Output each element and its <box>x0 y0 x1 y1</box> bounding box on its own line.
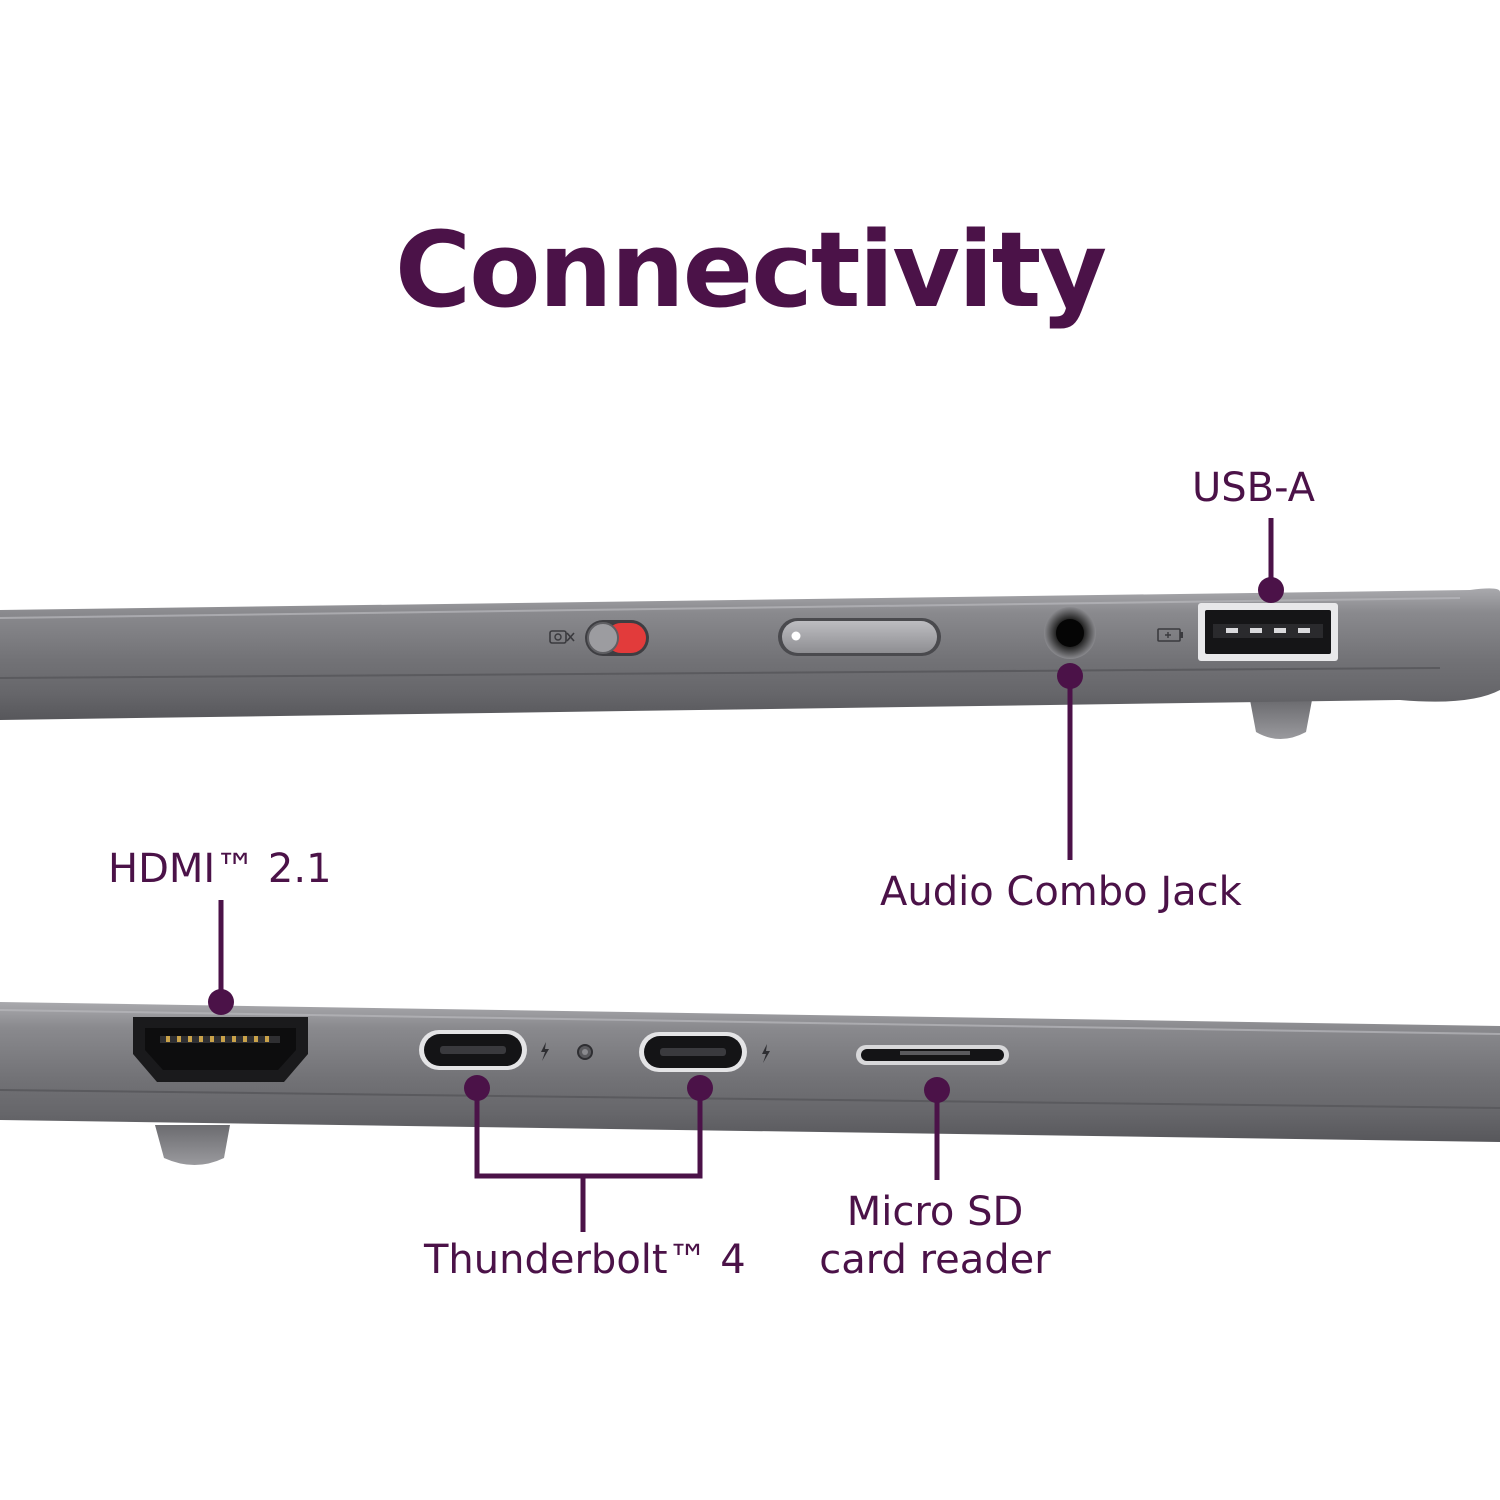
chassis-bottom-bar <box>0 1002 1500 1142</box>
callout-dots <box>208 577 1284 1103</box>
status-led-indicator <box>577 1044 593 1060</box>
hdmi-port <box>133 1017 308 1082</box>
microsd-slot <box>856 1045 1009 1065</box>
label-hdmi: HDMI™ 2.1 <box>108 846 332 892</box>
audio-combo-jack-port <box>1044 607 1096 659</box>
label-microsd-line-2: card reader <box>819 1237 1051 1283</box>
page-title: Connectivity <box>394 209 1107 331</box>
laptop-foot-left <box>155 1125 230 1165</box>
laptop-right-side <box>0 588 1500 739</box>
label-microsd-line-1: Micro SD <box>846 1189 1024 1235</box>
label-audio-combo-jack: Audio Combo Jack <box>880 869 1242 915</box>
label-microsd: Micro SD card reader <box>800 1188 1070 1284</box>
thunderbolt-port-1 <box>419 1030 527 1070</box>
laptop-left-side <box>0 1002 1500 1165</box>
privacy-shutter-switch[interactable] <box>585 620 649 656</box>
callout-lines <box>218 518 1274 1232</box>
laptop-foot-right <box>1250 700 1312 739</box>
battery-charge-icon <box>1157 628 1183 642</box>
label-thunderbolt: Thunderbolt™ 4 <box>424 1237 746 1283</box>
thunderbolt-port-2 <box>639 1032 747 1072</box>
chassis-top-bar <box>0 588 1500 720</box>
usb-a-port <box>1198 603 1338 661</box>
lightning-icon <box>541 1042 549 1061</box>
power-led-icon <box>791 631 801 641</box>
lightning-icon <box>762 1044 770 1063</box>
label-usb-a: USB-A <box>1192 465 1316 511</box>
power-button[interactable] <box>778 618 941 656</box>
camera-off-icon <box>549 630 575 644</box>
